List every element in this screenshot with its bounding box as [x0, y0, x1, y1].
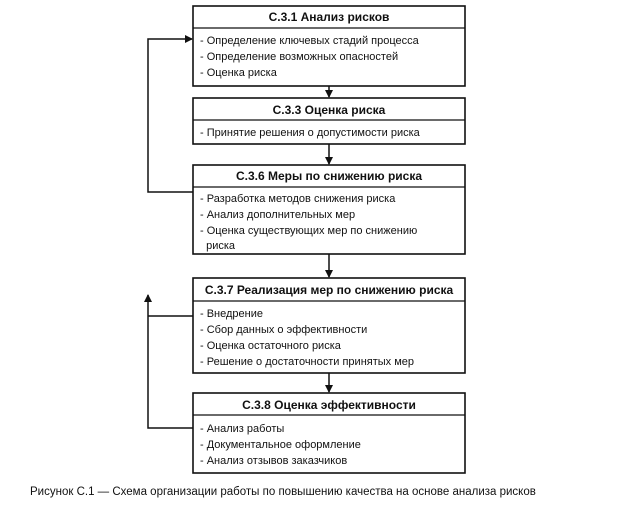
box-risk-assessment-frame	[192, 97, 466, 145]
box-measures-implementation-item: - Внедрение	[200, 308, 263, 320]
box-measures-implementation-item: - Сбор данных о эффективности	[200, 324, 367, 336]
figure-caption: Рисунок С.1 — Схема организации работы п…	[30, 486, 536, 498]
box-risk-assessment: С.3.3 Оценка риска - Принятие решения о …	[192, 97, 466, 145]
feedback-loop-inner-line	[144, 294, 193, 429]
box-effectiveness-assessment-frame	[192, 392, 466, 474]
box-risk-reduction-item: - Анализ дополнительных мер	[200, 209, 355, 221]
box-measures-implementation-title: С.3.7 Реализация мер по снижению риска	[205, 283, 454, 297]
box-risk-assessment-title: С.3.3 Оценка риска	[273, 103, 386, 117]
box-measures-implementation: С.3.7 Реализация мер по снижению риска -…	[192, 277, 466, 374]
feedback-loop-outer	[147, 35, 193, 193]
box-effectiveness-assessment-item: - Анализ работы	[200, 423, 284, 435]
box-risk-analysis-frame	[192, 5, 466, 87]
box-effectiveness-assessment: С.3.8 Оценка эффективности - Анализ рабо…	[192, 392, 466, 474]
box-risk-analysis-item: - Оценка риска	[200, 67, 278, 79]
box-risk-reduction-item: - Разработка методов снижения риска	[200, 193, 396, 205]
box-risk-reduction-item: - Оценка существующих мер по снижению	[200, 225, 417, 237]
box-risk-reduction-frame	[192, 164, 466, 255]
box-effectiveness-assessment-title: С.3.8 Оценка эффективности	[242, 398, 416, 412]
box-effectiveness-assessment-item: - Анализ отзывов заказчиков	[200, 455, 347, 467]
box-risk-analysis-item: - Определение ключевых стадий процесса	[200, 35, 420, 47]
box-risk-assessment-item: - Принятие решения о допустимости риска	[200, 127, 421, 139]
box-risk-reduction-item: риска	[200, 240, 236, 252]
box-risk-analysis-item: - Определение возможных опасностей	[200, 51, 398, 63]
box-measures-implementation-item: - Оценка остаточного риска	[200, 340, 342, 352]
box-risk-reduction: С.3.6 Меры по снижению риска - Разработк…	[192, 164, 466, 255]
box-risk-analysis: С.3.1 Анализ рисков - Определение ключев…	[192, 5, 466, 87]
box-effectiveness-assessment-item: - Документальное оформление	[200, 439, 361, 451]
box-measures-implementation-frame	[192, 277, 466, 374]
box-risk-reduction-title: С.3.6 Меры по снижению риска	[236, 169, 422, 183]
box-risk-analysis-title: С.3.1 Анализ рисков	[269, 10, 390, 24]
box-measures-implementation-item: - Решение о достаточности принятых мер	[200, 356, 414, 368]
